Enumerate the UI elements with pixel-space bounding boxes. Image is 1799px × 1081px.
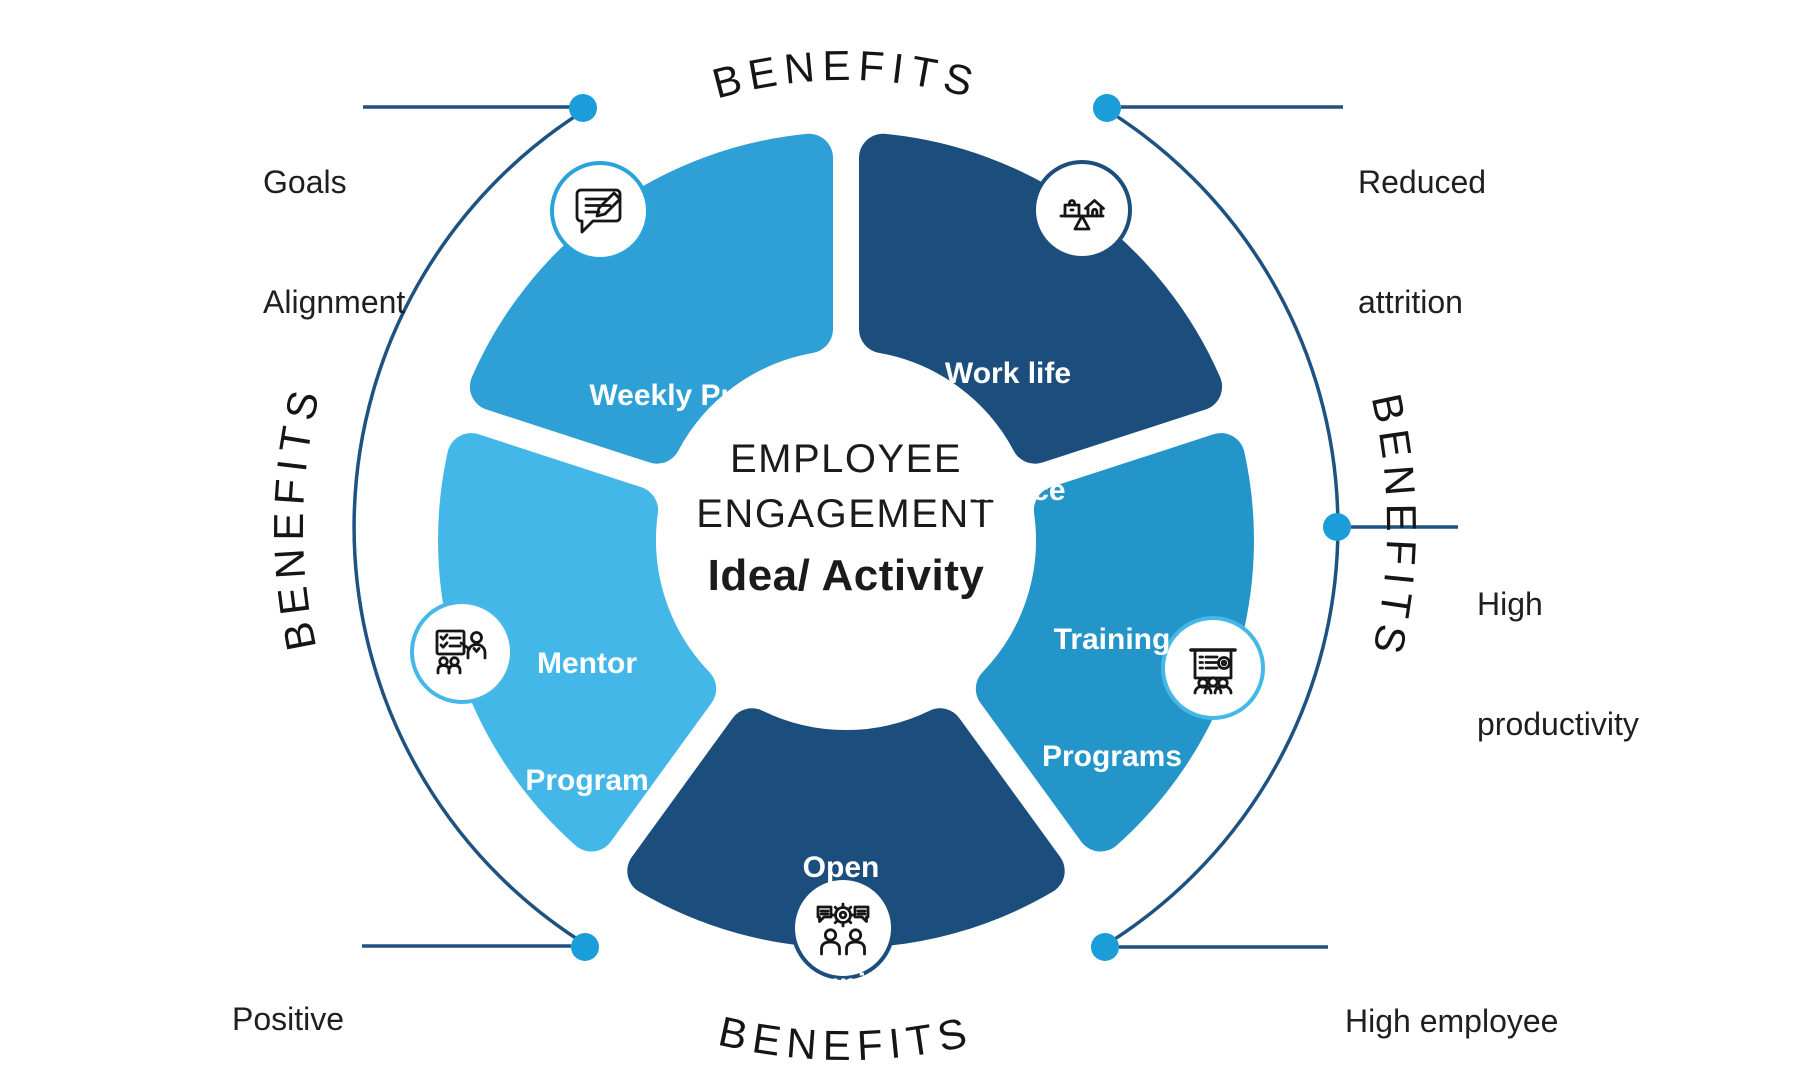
weekly-pulse-medallion bbox=[550, 161, 650, 261]
callout-positive-work-culture: Positive work culture bbox=[232, 1001, 345, 1037]
center-title-line1: EMPLOYEE bbox=[729, 437, 963, 481]
segment-work-life-balance bbox=[859, 133, 1223, 464]
center-title-line3: Idea/ Activity bbox=[707, 551, 985, 600]
work-life-balance-medallion bbox=[1032, 160, 1132, 260]
presentation-board-icon bbox=[1189, 648, 1237, 695]
segment-label-weekly-pulse: Weekly Pulse bbox=[589, 379, 781, 412]
benefits-label-top: BENEFITS bbox=[708, 42, 985, 108]
positive-work-culture-dot bbox=[571, 933, 599, 961]
left-connector-arc bbox=[352, 108, 587, 946]
segment-open-communication bbox=[627, 708, 1065, 949]
mentor-checklist-icon bbox=[435, 629, 487, 675]
benefits-label-left: BENEFITS bbox=[265, 380, 330, 655]
training-programs-medallion bbox=[1161, 616, 1265, 720]
goals-alignment-dot bbox=[569, 94, 597, 122]
open-communication-medallion bbox=[791, 876, 895, 980]
segment-training-programs bbox=[975, 433, 1254, 852]
wheel-segments bbox=[438, 133, 1254, 949]
callout-goals-alignment: Goals Alignment bbox=[263, 164, 406, 320]
gear-people-icon bbox=[816, 902, 870, 956]
reduced-attrition-dot bbox=[1093, 94, 1121, 122]
center-title-line2: ENGAGEMENT bbox=[696, 492, 996, 536]
high-productivity-dot bbox=[1323, 513, 1351, 541]
mentor-program-medallion bbox=[410, 600, 514, 704]
segment-label-work-life-balance: Work life Balance bbox=[944, 357, 1072, 507]
message-edit-icon bbox=[575, 188, 622, 234]
callout-high-employee-morale: High employee morale bbox=[1345, 1003, 1559, 1039]
segment-weekly-pulse bbox=[469, 133, 833, 464]
balance-scale-icon bbox=[1059, 199, 1105, 231]
high-employee-morale-dot bbox=[1091, 933, 1119, 961]
segment-label-open-communication: Open Communication bbox=[727, 851, 955, 1001]
callout-reduced-attrition: Reduced attrition bbox=[1358, 164, 1487, 320]
segment-mentor-program bbox=[438, 433, 717, 852]
segment-label-mentor-program: Mentor Program bbox=[525, 647, 649, 797]
callout-high-productivity: High productivity bbox=[1477, 586, 1639, 742]
segment-label-training-programs: Training Programs bbox=[1041, 623, 1183, 773]
